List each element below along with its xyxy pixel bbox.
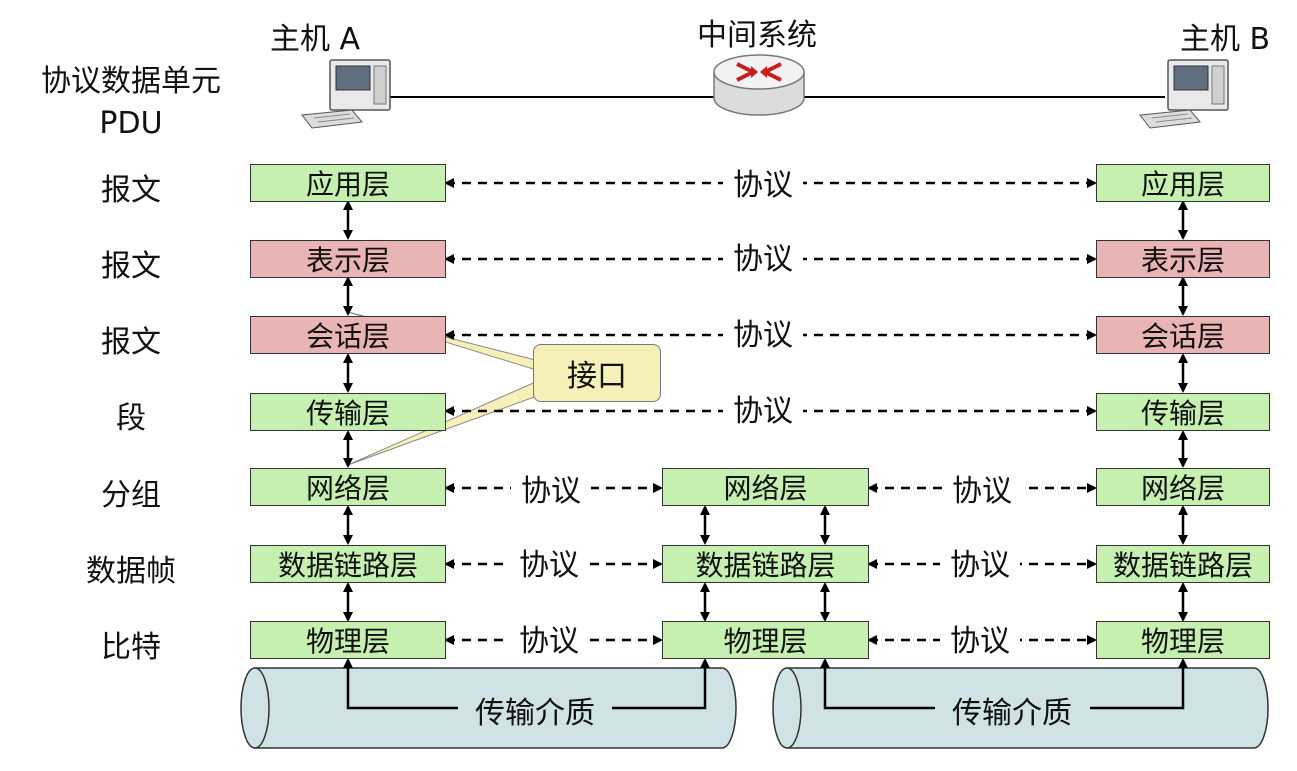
- host-b-layer-session: 会话层: [1096, 316, 1270, 354]
- medium-path-lines: [343, 658, 1188, 710]
- pdu-label-application: 报文: [101, 173, 161, 208]
- host-b-layer-presentation: 表示层: [1096, 240, 1270, 278]
- pdu-title-line2: PDU: [99, 106, 163, 141]
- protocol-label: 协议: [723, 234, 803, 278]
- pdu-label-datalink: 数据帧: [86, 554, 176, 589]
- interface-callout: 接口: [533, 344, 661, 402]
- protocol-label: 协议: [940, 540, 1020, 584]
- protocol-label: 协议: [940, 616, 1020, 660]
- middle-system-label: 中间系统: [697, 18, 817, 53]
- computer-icon: [1139, 59, 1229, 129]
- host-a-layer-application: 应用层: [250, 164, 446, 202]
- host-a-layer-presentation: 表示层: [250, 240, 446, 278]
- pdu-label-transport: 段: [116, 401, 146, 436]
- protocol-label: 协议: [509, 540, 589, 584]
- host-b-label: 主机 B: [1180, 22, 1271, 57]
- middle-layer-physical: 物理层: [662, 621, 869, 659]
- host-a-label: 主机 A: [270, 22, 361, 57]
- protocol-label: 协议: [723, 386, 803, 430]
- host-b-layer-datalink: 数据链路层: [1096, 545, 1270, 583]
- middle-layer-network: 网络层: [662, 468, 869, 506]
- protocol-label: 协议: [723, 160, 803, 204]
- router-icon: [713, 54, 805, 116]
- middle-layer-datalink: 数据链路层: [662, 545, 869, 583]
- protocol-label: 协议: [509, 616, 589, 660]
- medium-label-left: 传输介质: [463, 688, 607, 732]
- protocol-label: 协议: [942, 466, 1022, 510]
- pdu-title-line1: 协议数据单元: [41, 64, 221, 99]
- host-b-layer-transport: 传输层: [1096, 393, 1270, 431]
- computer-icon: [301, 59, 391, 129]
- pdu-label-network: 分组: [101, 478, 161, 513]
- protocol-label: 协议: [511, 466, 591, 510]
- pdu-label-session: 报文: [101, 325, 161, 360]
- pdu-label-physical: 比特: [101, 630, 161, 665]
- host-b-layer-network: 网络层: [1096, 468, 1270, 506]
- host-b-layer-physical: 物理层: [1096, 621, 1270, 659]
- vertical-arrows: [343, 200, 1188, 622]
- host-a-layer-transport: 传输层: [250, 393, 446, 431]
- host-a-layer-network: 网络层: [250, 468, 446, 506]
- protocol-label: 协议: [723, 310, 803, 354]
- host-a-layer-datalink: 数据链路层: [250, 545, 446, 583]
- pdu-label-presentation: 报文: [101, 249, 161, 284]
- medium-label-right: 传输介质: [940, 688, 1084, 732]
- host-a-layer-physical: 物理层: [250, 621, 446, 659]
- host-b-layer-application: 应用层: [1096, 164, 1270, 202]
- host-a-layer-session: 会话层: [250, 316, 446, 354]
